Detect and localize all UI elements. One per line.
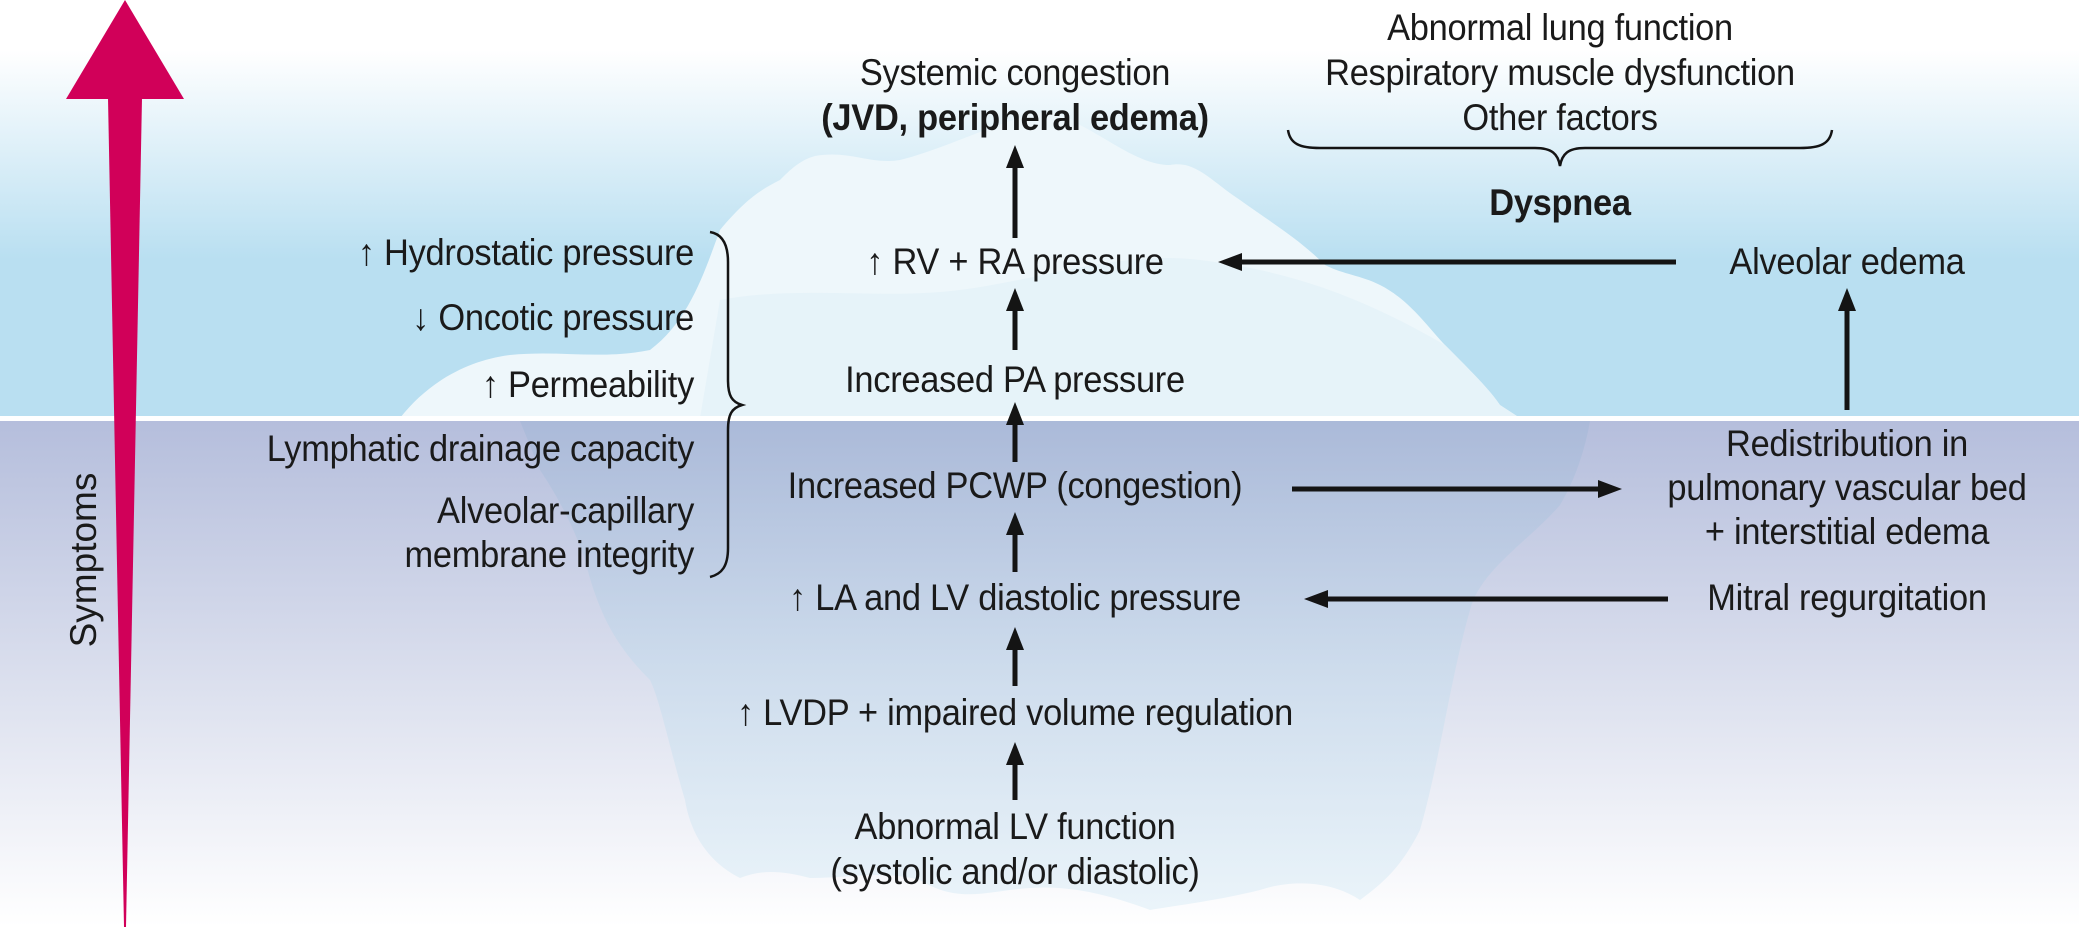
lv-function-label: Abnormal LV function xyxy=(854,806,1176,847)
arrow-lv-to-lvdp-head xyxy=(1006,742,1024,765)
arrow-redistribution-to-edema-head xyxy=(1838,288,1856,311)
left-factor-permeability: ↑ Permeability xyxy=(481,364,694,405)
factor-lung-function: Abnormal lung function xyxy=(1387,7,1733,48)
dyspnea-label: Dyspnea xyxy=(1489,182,1631,223)
systemic-congestion-detail: (JVD, peripheral edema) xyxy=(821,97,1209,138)
arrow-pcwp-to-redistribution-head xyxy=(1598,480,1622,498)
rv-ra-pressure-label: ↑ RV + RA pressure xyxy=(866,241,1164,282)
lvdp-label: ↑ LVDP + impaired volume regulation xyxy=(736,692,1294,733)
left-factor-membrane-integrity: membrane integrity xyxy=(404,534,694,575)
redistribution-line-3: + interstitial edema xyxy=(1704,511,1990,552)
waterline xyxy=(0,416,2079,421)
left-factors-brace xyxy=(709,230,747,579)
mitral-regurgitation-label: Mitral regurgitation xyxy=(1707,577,1987,618)
alveolar-edema-label: Alveolar edema xyxy=(1729,241,1965,282)
iceberg-tip-shade xyxy=(700,257,1520,418)
symptoms-axis-label: Symptoms xyxy=(63,472,104,648)
systemic-congestion-label: Systemic congestion xyxy=(859,52,1171,93)
arrow-mitral-to-la-head xyxy=(1304,590,1328,608)
left-factor-lymphatic: Lymphatic drainage capacity xyxy=(266,428,695,469)
pcwp-label: Increased PCWP (congestion) xyxy=(787,465,1243,506)
symptoms-arrow-head xyxy=(66,0,184,99)
redistribution-line-2: pulmonary vascular bed xyxy=(1667,467,2027,508)
left-factor-oncotic: ↓ Oncotic pressure xyxy=(412,297,694,338)
iceberg-submerged xyxy=(520,421,1590,910)
arrow-lvdp-to-la-head xyxy=(1006,627,1024,650)
arrow-edema-to-rv-head xyxy=(1218,253,1242,271)
left-factor-hydrostatic: ↑ Hydrostatic pressure xyxy=(357,232,694,273)
arrow-la-to-pcwp-head xyxy=(1006,512,1024,535)
la-lv-pressure-label: ↑ LA and LV diastolic pressure xyxy=(789,577,1241,618)
pa-pressure-label: Increased PA pressure xyxy=(845,359,1185,400)
arrow-pa-to-rv-head xyxy=(1006,288,1024,311)
arrow-pcwp-to-pa-head xyxy=(1006,402,1024,425)
redistribution-line-1: Redistribution in xyxy=(1725,423,1969,464)
arrow-rv-to-systemic-head xyxy=(1006,145,1024,168)
left-factor-alveolar-capillary: Alveolar-capillary xyxy=(437,490,694,531)
lv-function-detail: (systolic and/or diastolic) xyxy=(830,851,1200,892)
dyspnea-factors-brace xyxy=(1286,129,1834,167)
factor-other: Other factors xyxy=(1462,97,1658,138)
symptoms-arrow-shaft xyxy=(108,98,142,927)
factor-respiratory-muscle: Respiratory muscle dysfunction xyxy=(1325,52,1795,93)
